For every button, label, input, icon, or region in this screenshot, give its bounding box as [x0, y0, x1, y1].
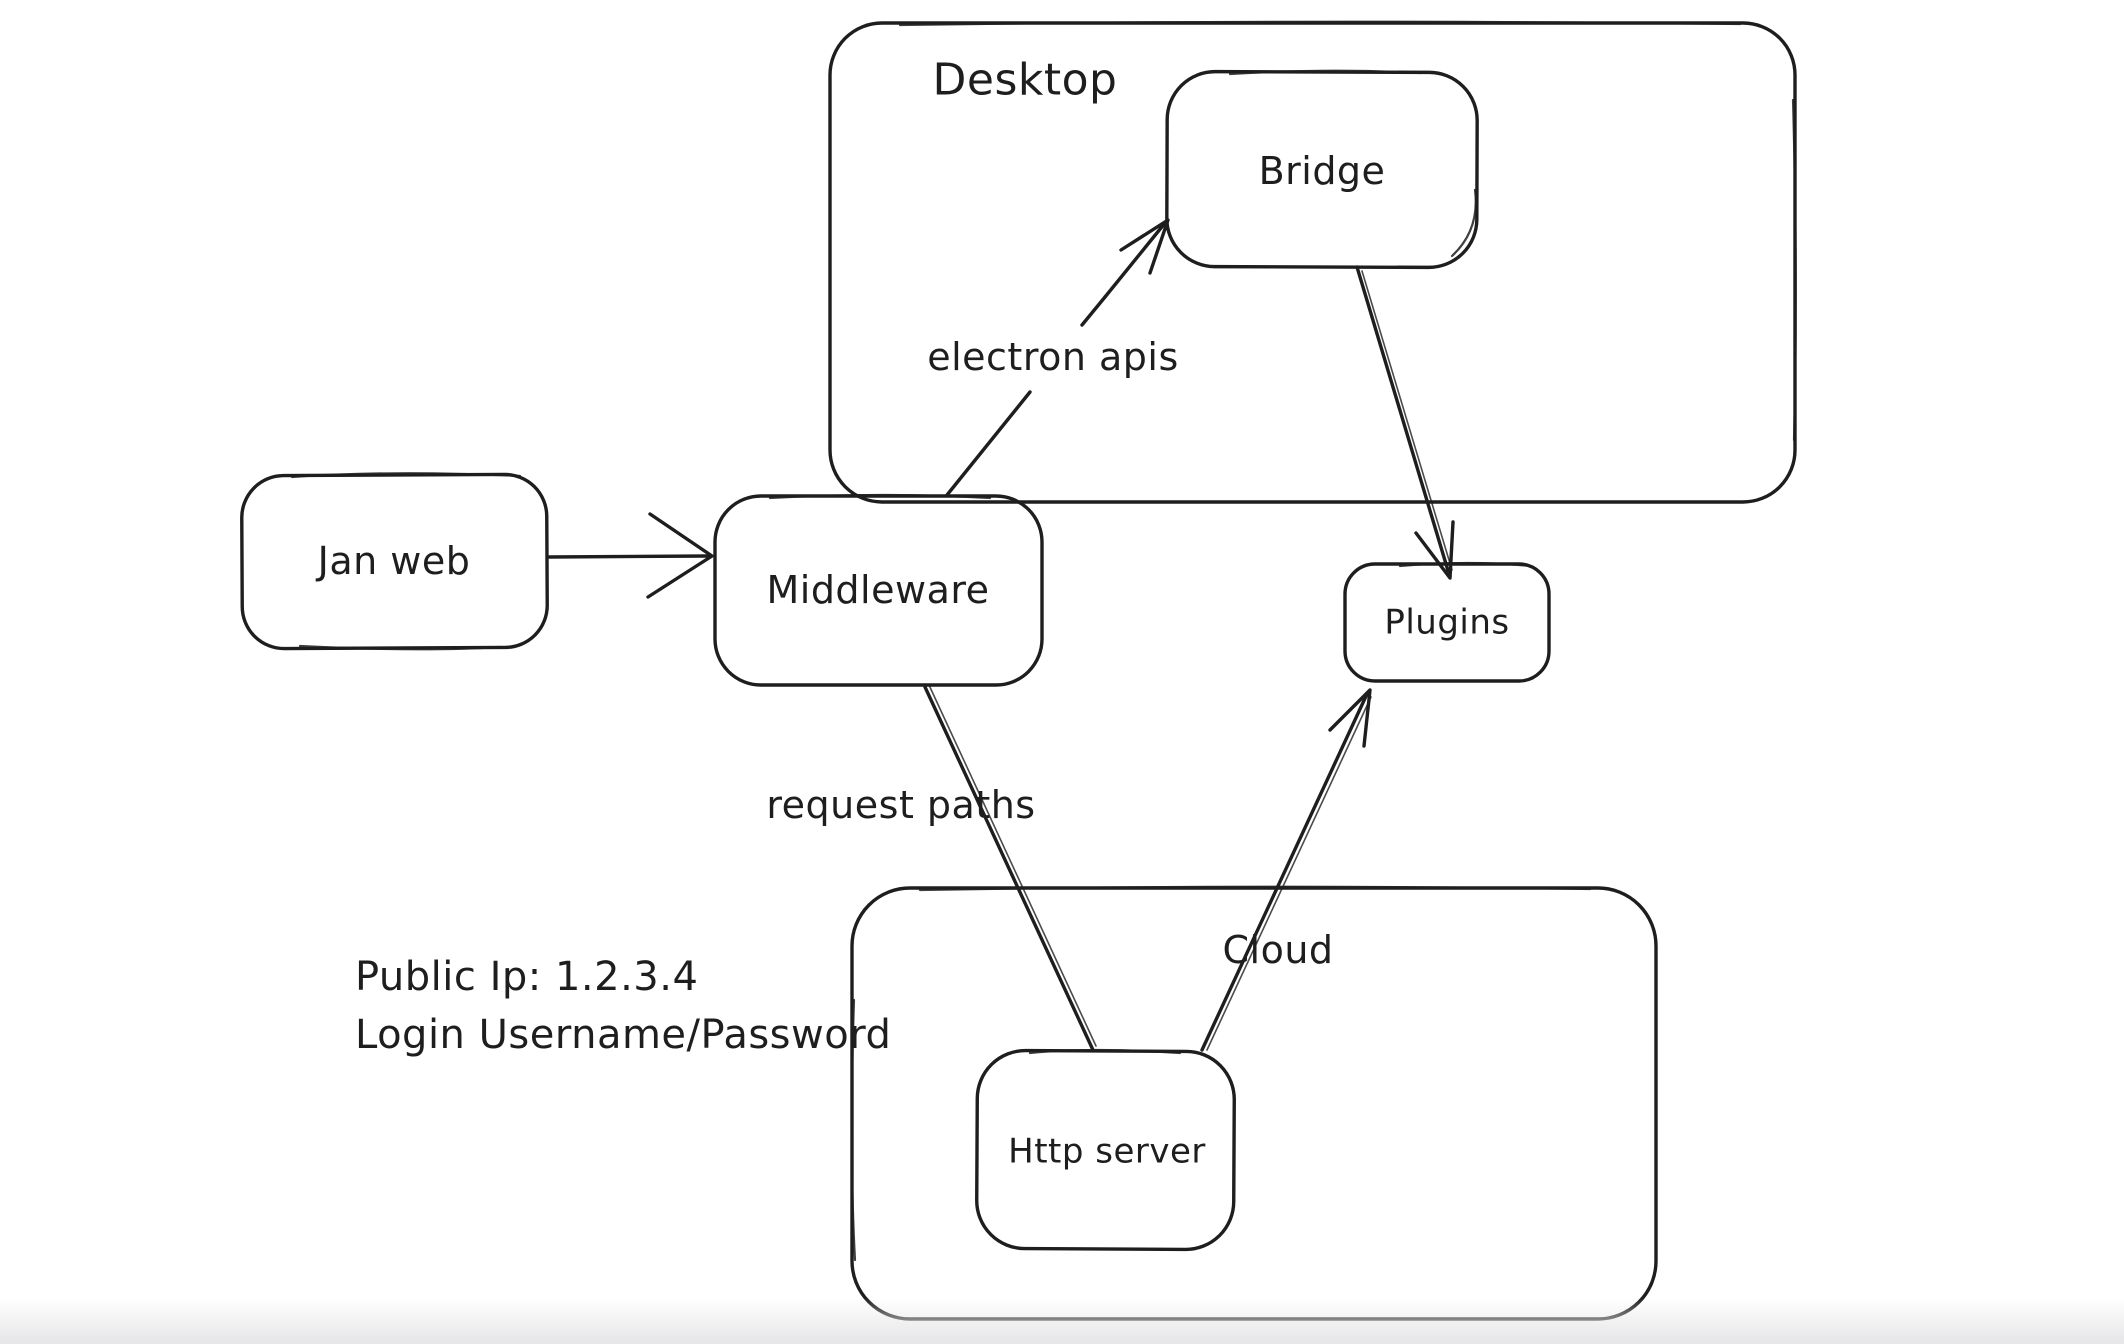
plugins-box-sketch	[1398, 561, 1532, 568]
note-login-credentials[interactable]: Login Username/Password	[355, 1012, 892, 1058]
bridge-label[interactable]: Bridge	[1258, 149, 1386, 194]
edge-middleware-bridge[interactable]	[945, 390, 1032, 497]
edge-janweb-middleware[interactable]	[547, 554, 710, 559]
edge-httpserver-plugins-arrowhead	[1328, 688, 1372, 748]
cloud-container-sketch	[850, 998, 857, 1262]
jan-web-box-sketch	[298, 644, 502, 651]
edge-middleware-bridge-arrowhead	[1119, 218, 1170, 275]
desktop-container-sketch	[898, 20, 1742, 27]
cloud-container-label[interactable]: Cloud	[1222, 928, 1334, 973]
edge-bridge-plugins-arrowhead	[1414, 520, 1455, 580]
middleware-label[interactable]: Middleware	[766, 568, 990, 613]
edge-janweb-middleware-arrowhead	[646, 512, 714, 599]
edge-httpserver-plugins[interactable]	[1200, 692, 1369, 1052]
desktop-container-label[interactable]: Desktop	[932, 54, 1118, 106]
bridge-box-sketch	[1228, 69, 1422, 76]
edge-middleware-bridge[interactable]	[1080, 295, 1107, 327]
edge-middleware-bridge[interactable]	[1103, 221, 1167, 299]
edge-httpserver-plugins-sketch	[1206, 696, 1372, 1051]
edge-label-request-paths[interactable]: request paths	[766, 783, 1036, 828]
cloud-container-sketch	[918, 885, 1592, 892]
http-server-box-sketch	[1028, 1048, 1182, 1055]
note-public-ip[interactable]: Public Ip: 1.2.3.4	[355, 954, 699, 1000]
jan-web-box-sketch	[290, 472, 522, 479]
desktop-container-sketch	[1791, 98, 1797, 442]
http-server-label[interactable]: Http server	[1008, 1131, 1206, 1172]
plugins-label[interactable]: Plugins	[1384, 602, 1510, 643]
middleware-box-sketch	[768, 493, 992, 500]
edge-middleware-httpserver-sketch	[928, 684, 1097, 1047]
edge-label-electron-apis[interactable]: electron apis	[927, 335, 1179, 380]
edge-bridge-plugins-sketch	[1361, 270, 1453, 571]
jan-web-label[interactable]: Jan web	[317, 539, 471, 584]
bridge-box[interactable]	[1165, 69, 1479, 270]
jan-web-box[interactable]	[240, 472, 549, 651]
edge-middleware-httpserver[interactable]	[923, 685, 1095, 1052]
bridge-box-sketch	[1450, 188, 1477, 258]
edge-bridge-plugins[interactable]	[1355, 265, 1451, 576]
